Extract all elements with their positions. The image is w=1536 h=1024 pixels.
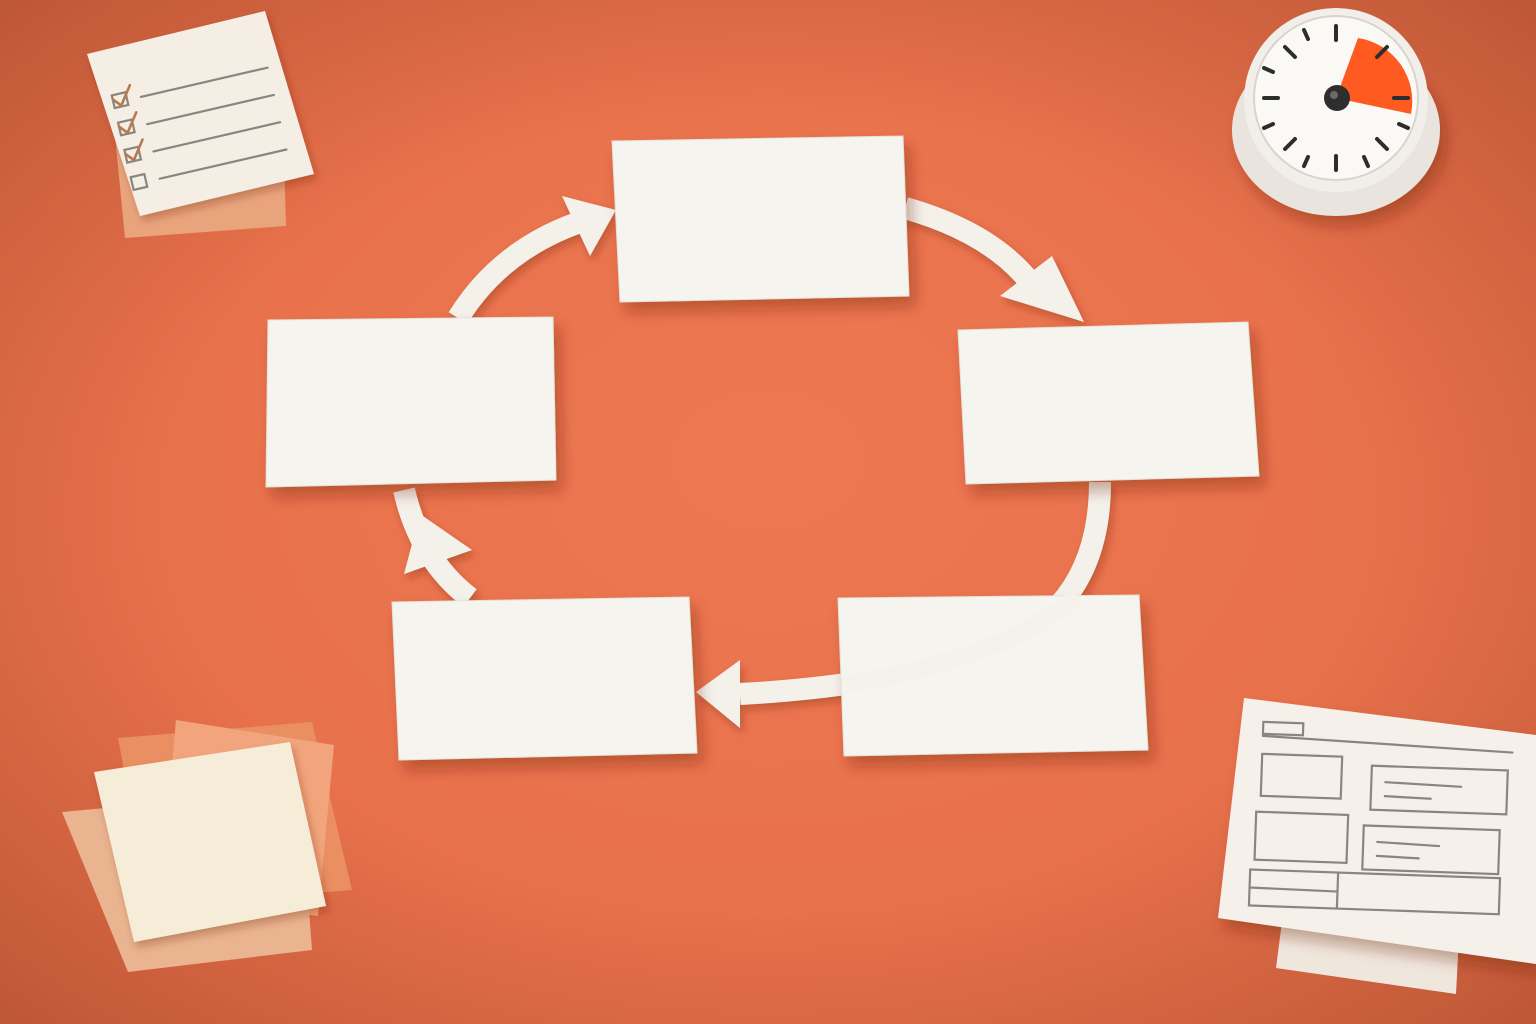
checkmark-3-icon [123,138,144,162]
checklist-paper [87,11,314,216]
card-left [265,316,557,488]
arrow-overlap-segment [844,589,1084,693]
arrow-left-to-top [448,211,584,324]
wireframe-sketch [1218,698,1536,994]
card-bottom-right [837,594,1149,757]
cycle-cards [265,135,1260,761]
sticky-note-top [94,742,326,942]
timer [1232,8,1440,216]
arrow-head-left-icon [404,514,472,574]
wireframe-box-2 [1369,764,1509,816]
card-bottom-left [391,596,698,761]
arrow-head-bottom-icon [696,660,740,728]
checkmark-1-icon [111,83,132,107]
card-right [957,321,1260,485]
arrow-head-right-icon [1000,256,1084,322]
checkbox-4-icon [129,172,149,192]
wireframe-box-4 [1361,824,1501,876]
timer-ticks [1262,24,1410,172]
arrow-head-top-icon [562,196,616,256]
wireframe-lines [1247,720,1514,916]
timer-remaining-wedge [1336,38,1413,114]
wireframe-box-1 [1259,752,1344,800]
wireframe-paper [1218,698,1536,964]
sticky-note-stack [62,720,352,972]
checklist-note [87,11,314,238]
checkmark-2-icon [117,111,138,135]
wireframe-box-3 [1253,810,1350,864]
timer-center-knob [1324,85,1350,111]
arrow-top-to-right [902,197,1039,290]
checklist-lines [110,66,288,192]
wireframe-tab [1261,720,1305,737]
card-top [611,135,910,303]
